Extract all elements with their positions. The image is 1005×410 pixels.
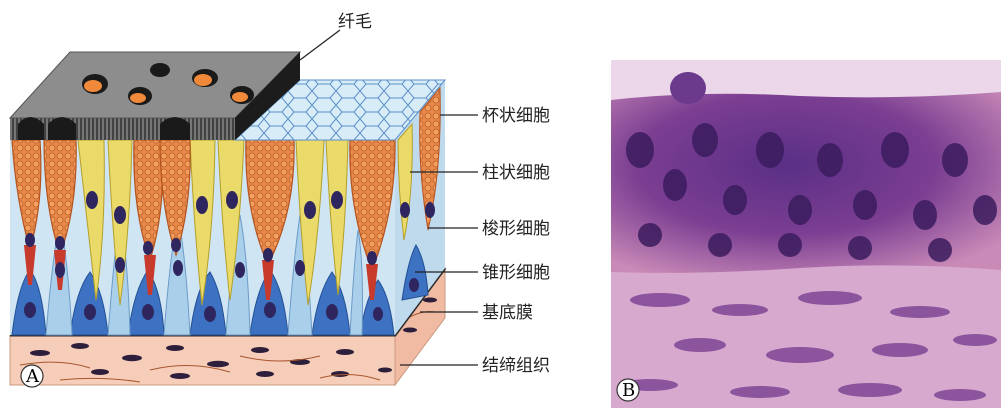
connective-tissue-front xyxy=(10,335,395,385)
panel-b-micrograph xyxy=(611,60,1001,408)
panel-a-letter: A xyxy=(25,366,40,387)
label-cone-cell: 锥形细胞 xyxy=(482,263,550,283)
label-cilia: 纤毛 xyxy=(338,12,372,32)
label-columnar-cell: 柱状细胞 xyxy=(482,163,550,183)
label-connective-tissue: 结缔组织 xyxy=(482,356,550,376)
label-basement-membrane: 基底膜 xyxy=(482,303,533,323)
label-spindle-cell: 梭形细胞 xyxy=(482,219,550,239)
panel-b-letter: B xyxy=(622,380,635,401)
label-goblet-cell: 杯状细胞 xyxy=(482,106,550,126)
panel-a-diagram: 纤毛 杯状细胞 柱状细胞 梭形细胞 锥形细胞 基底膜 结缔组织 A xyxy=(10,12,550,387)
